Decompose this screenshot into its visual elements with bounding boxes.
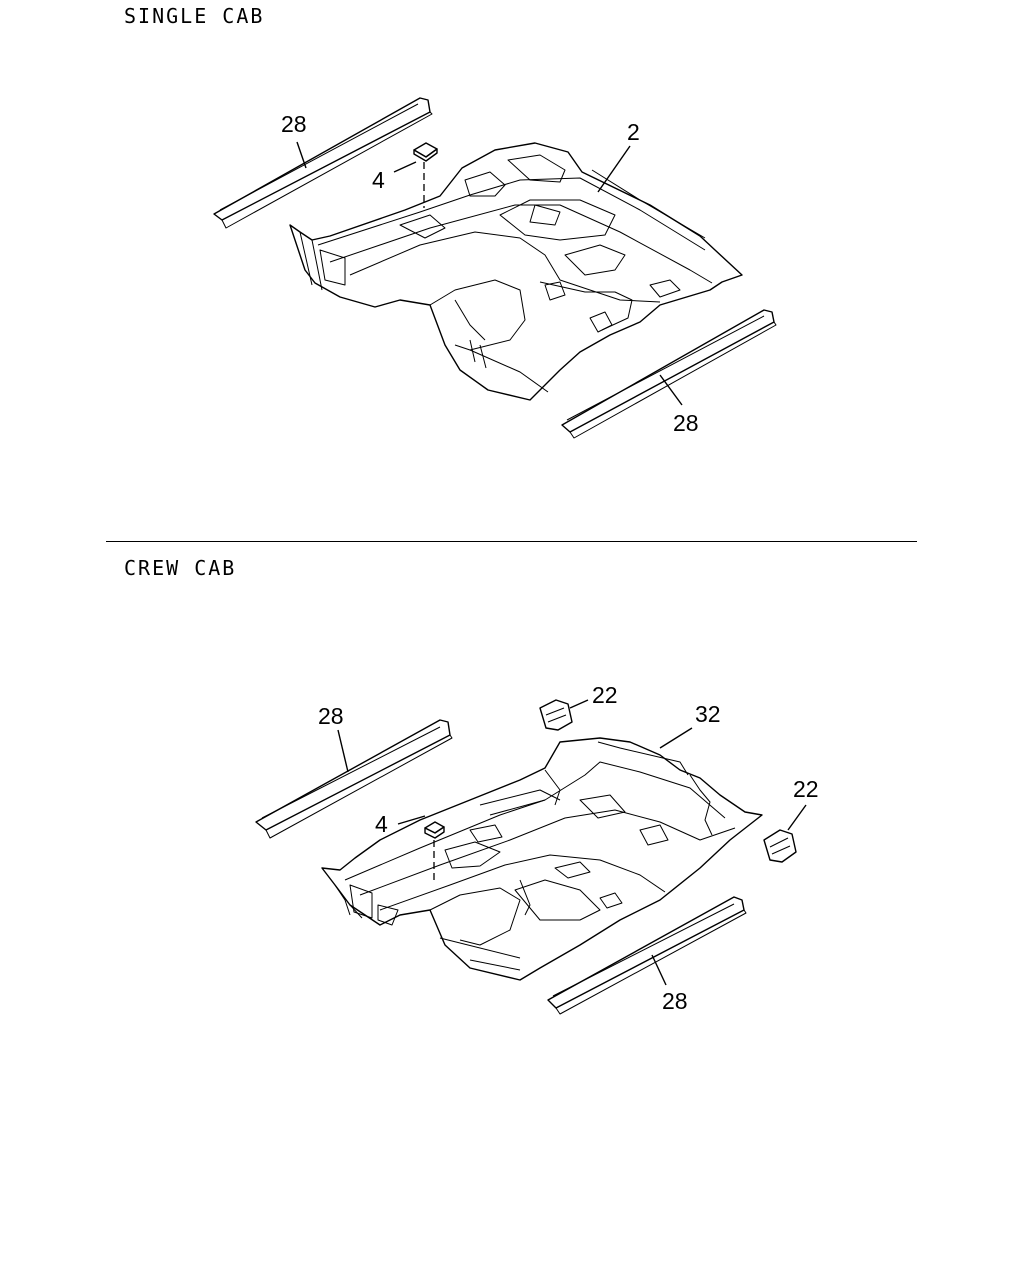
- leader-line: [393, 161, 417, 173]
- crew-cab-diagram: 28 22 32 4 22 28: [255, 682, 819, 1015]
- clip-single: [413, 142, 438, 208]
- leader-line: [569, 699, 589, 709]
- callout-28-crew-top: 28: [318, 703, 344, 729]
- callout-28-single-bottom: 28: [673, 410, 699, 436]
- leader-line: [296, 141, 307, 169]
- leader-line: [597, 145, 631, 193]
- callout-28-crew-bottom: 28: [662, 988, 688, 1014]
- leader-line: [659, 374, 683, 406]
- callout-22-crew-top: 22: [592, 682, 618, 708]
- rocker-rail-left-crew: [255, 719, 453, 839]
- callout-2-single: 2: [627, 119, 640, 145]
- single-cab-diagram: 28 2 4 28: [213, 97, 777, 439]
- floor-panel-single: [289, 142, 743, 401]
- floor-panel-crew: [321, 737, 763, 981]
- bracket-crew-right: [763, 829, 797, 863]
- section-divider: [106, 541, 917, 542]
- leader-line: [397, 815, 426, 825]
- section-title-crew-cab: CREW CAB: [124, 556, 237, 580]
- leader-line: [337, 729, 349, 773]
- leader-line: [659, 727, 693, 749]
- rocker-rail-right-single: [561, 309, 777, 439]
- leader-line: [651, 954, 667, 986]
- section-title-single-cab: SINGLE CAB: [124, 4, 265, 28]
- callout-4-crew: 4: [375, 811, 388, 837]
- callout-32-crew: 32: [695, 701, 721, 727]
- rocker-rail-left-single: [213, 97, 433, 229]
- leader-line: [787, 804, 807, 831]
- callout-22-crew-right: 22: [793, 776, 819, 802]
- callout-28-single-top: 28: [281, 111, 307, 137]
- clip-crew: [424, 821, 445, 880]
- rocker-rail-right-crew: [547, 896, 747, 1015]
- bracket-crew-top: [539, 699, 573, 731]
- callout-4-single: 4: [372, 167, 385, 193]
